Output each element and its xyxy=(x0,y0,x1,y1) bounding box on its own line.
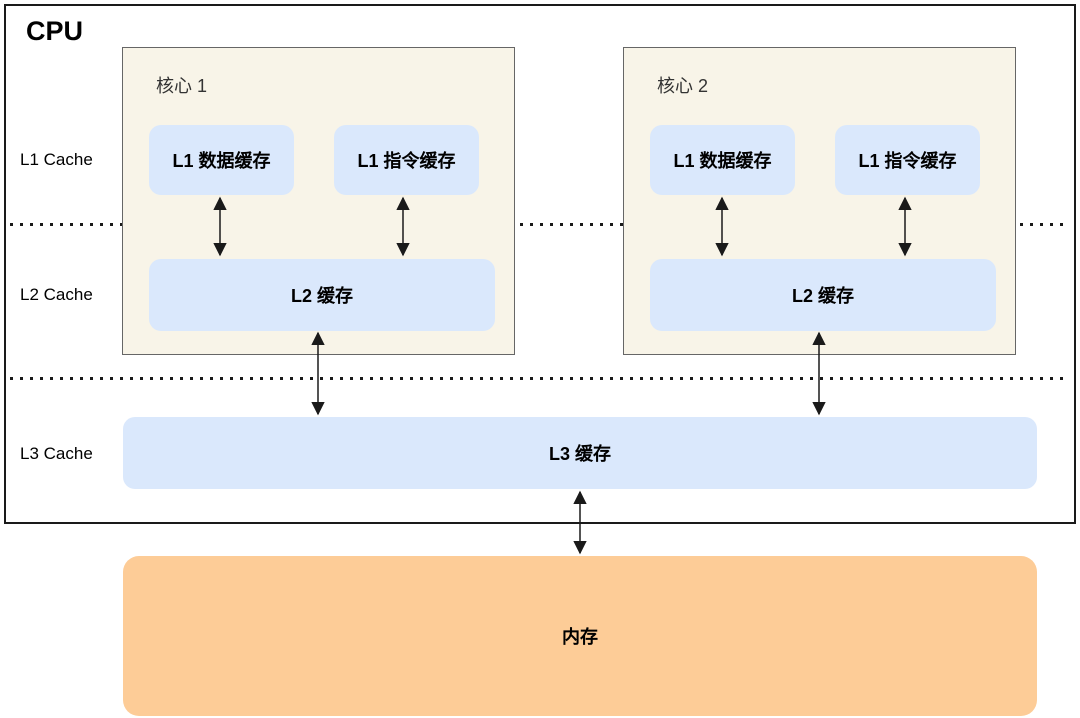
divider-l2-l3 xyxy=(10,377,1070,380)
row-label-l3-cache: L3 Cache xyxy=(20,444,93,463)
core-2-l2-cache: L2 缓存 xyxy=(650,259,996,331)
core-2-label: 核心 2 xyxy=(657,76,709,96)
core-1-box: 核心 1 L1 数据缓存 L1 指令缓存 L2 缓存 xyxy=(122,47,515,355)
divider-l1-l2 xyxy=(10,223,1070,226)
core-2-box: 核心 2 L1 数据缓存 L1 指令缓存 L2 缓存 xyxy=(623,47,1016,355)
core-1-label: 核心 1 xyxy=(156,76,208,96)
cpu-title: CPU xyxy=(26,16,84,46)
row-label-l2-cache: L2 Cache xyxy=(20,285,93,304)
core-1-l1-instruction-cache: L1 指令缓存 xyxy=(334,125,479,195)
l3-cache-box: L3 缓存 xyxy=(123,417,1037,489)
row-label-l1-cache: L1 Cache xyxy=(20,150,93,169)
core-1-l2-cache: L2 缓存 xyxy=(149,259,495,331)
core-2-l1-instruction-cache: L1 指令缓存 xyxy=(835,125,980,195)
core-1-l1-data-cache: L1 数据缓存 xyxy=(149,125,294,195)
core-2-l1-data-cache: L1 数据缓存 xyxy=(650,125,795,195)
memory-box: 内存 xyxy=(123,556,1037,716)
